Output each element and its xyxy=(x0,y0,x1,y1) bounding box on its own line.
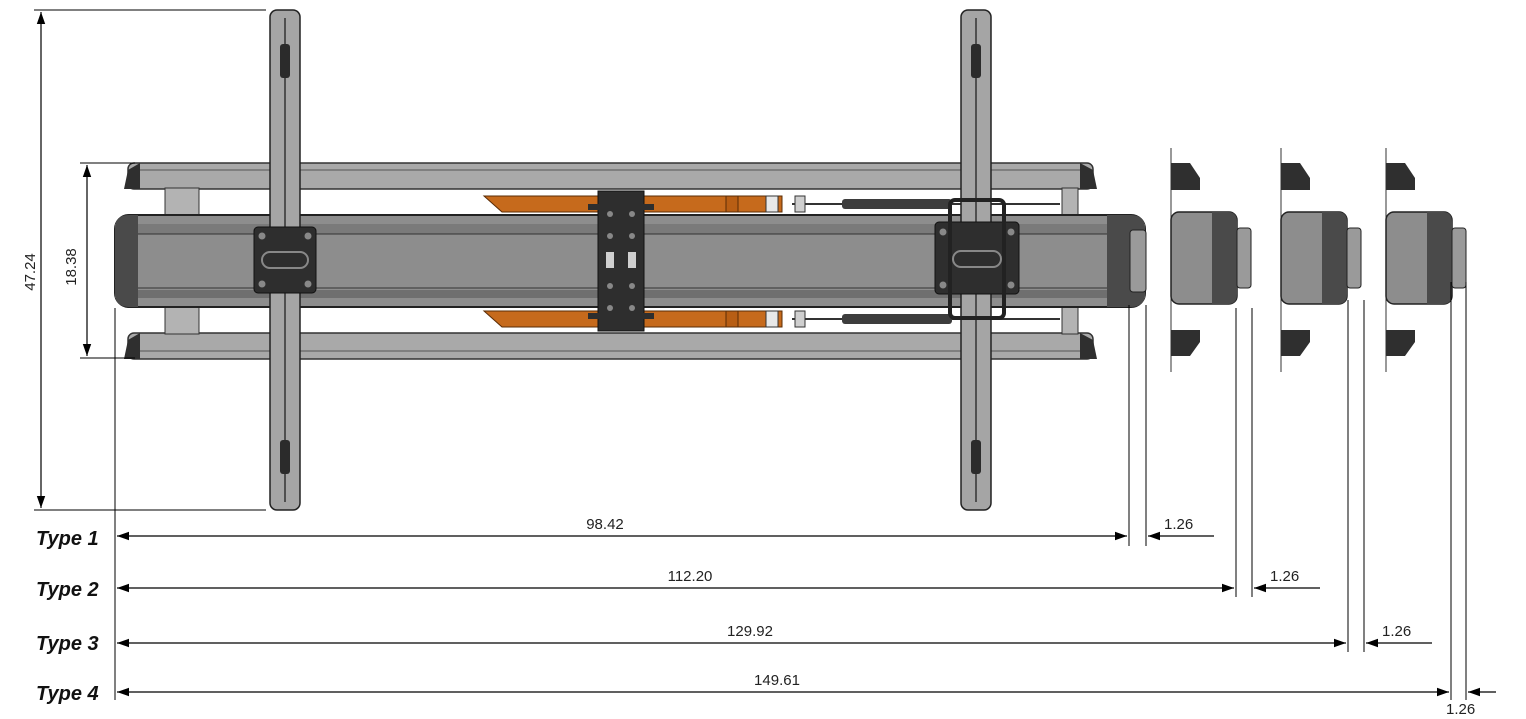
type-1-length: 98.42 xyxy=(586,516,624,533)
arm-clamp-left xyxy=(253,226,317,294)
type-2-dimension: Type 2 112.20 1.26 xyxy=(36,308,1320,601)
type-3-extension: 1.26 xyxy=(1382,623,1411,640)
extension-module-1 xyxy=(1170,148,1252,372)
type-1-extension: 1.26 xyxy=(1164,516,1193,533)
height-inner-label: 18.38 xyxy=(63,248,80,286)
body-end-left xyxy=(115,215,138,307)
arm-clamp-right xyxy=(934,221,1020,295)
rail-end-cap xyxy=(124,163,140,189)
height-outer-label: 47.24 xyxy=(22,253,39,291)
cylinder-top xyxy=(842,199,952,209)
extension-module-3 xyxy=(1385,148,1467,372)
machine-top-view xyxy=(114,9,1147,511)
rail-end-cap xyxy=(124,333,140,359)
type-3-dimension: Type 3 129.92 1.26 xyxy=(36,300,1432,655)
type-1-label: Type 1 xyxy=(36,528,99,550)
center-carriage-plate xyxy=(597,190,645,332)
type-2-extension: 1.26 xyxy=(1270,568,1299,585)
dimension-height-outer: 47.24 xyxy=(22,9,266,511)
type-1-dimension: Type 1 98.42 1.26 xyxy=(36,305,1214,550)
type-3-length: 129.92 xyxy=(727,623,773,640)
rail-end-cap xyxy=(1080,163,1097,189)
extension-module-2 xyxy=(1280,148,1362,372)
type-2-label: Type 2 xyxy=(36,579,99,601)
type-4-label: Type 4 xyxy=(36,683,99,705)
dimension-height-inner: 18.38 xyxy=(63,162,135,359)
rail-end-cap xyxy=(1080,333,1097,359)
cylinder-bottom xyxy=(842,314,952,324)
type-4-extension: 1.26 xyxy=(1446,701,1475,718)
type-4-dimension: Type 4 149.61 1.26 xyxy=(36,282,1496,718)
type-4-length: 149.61 xyxy=(754,672,800,689)
type-3-label: Type 3 xyxy=(36,633,99,655)
type-2-length: 112.20 xyxy=(668,568,713,585)
